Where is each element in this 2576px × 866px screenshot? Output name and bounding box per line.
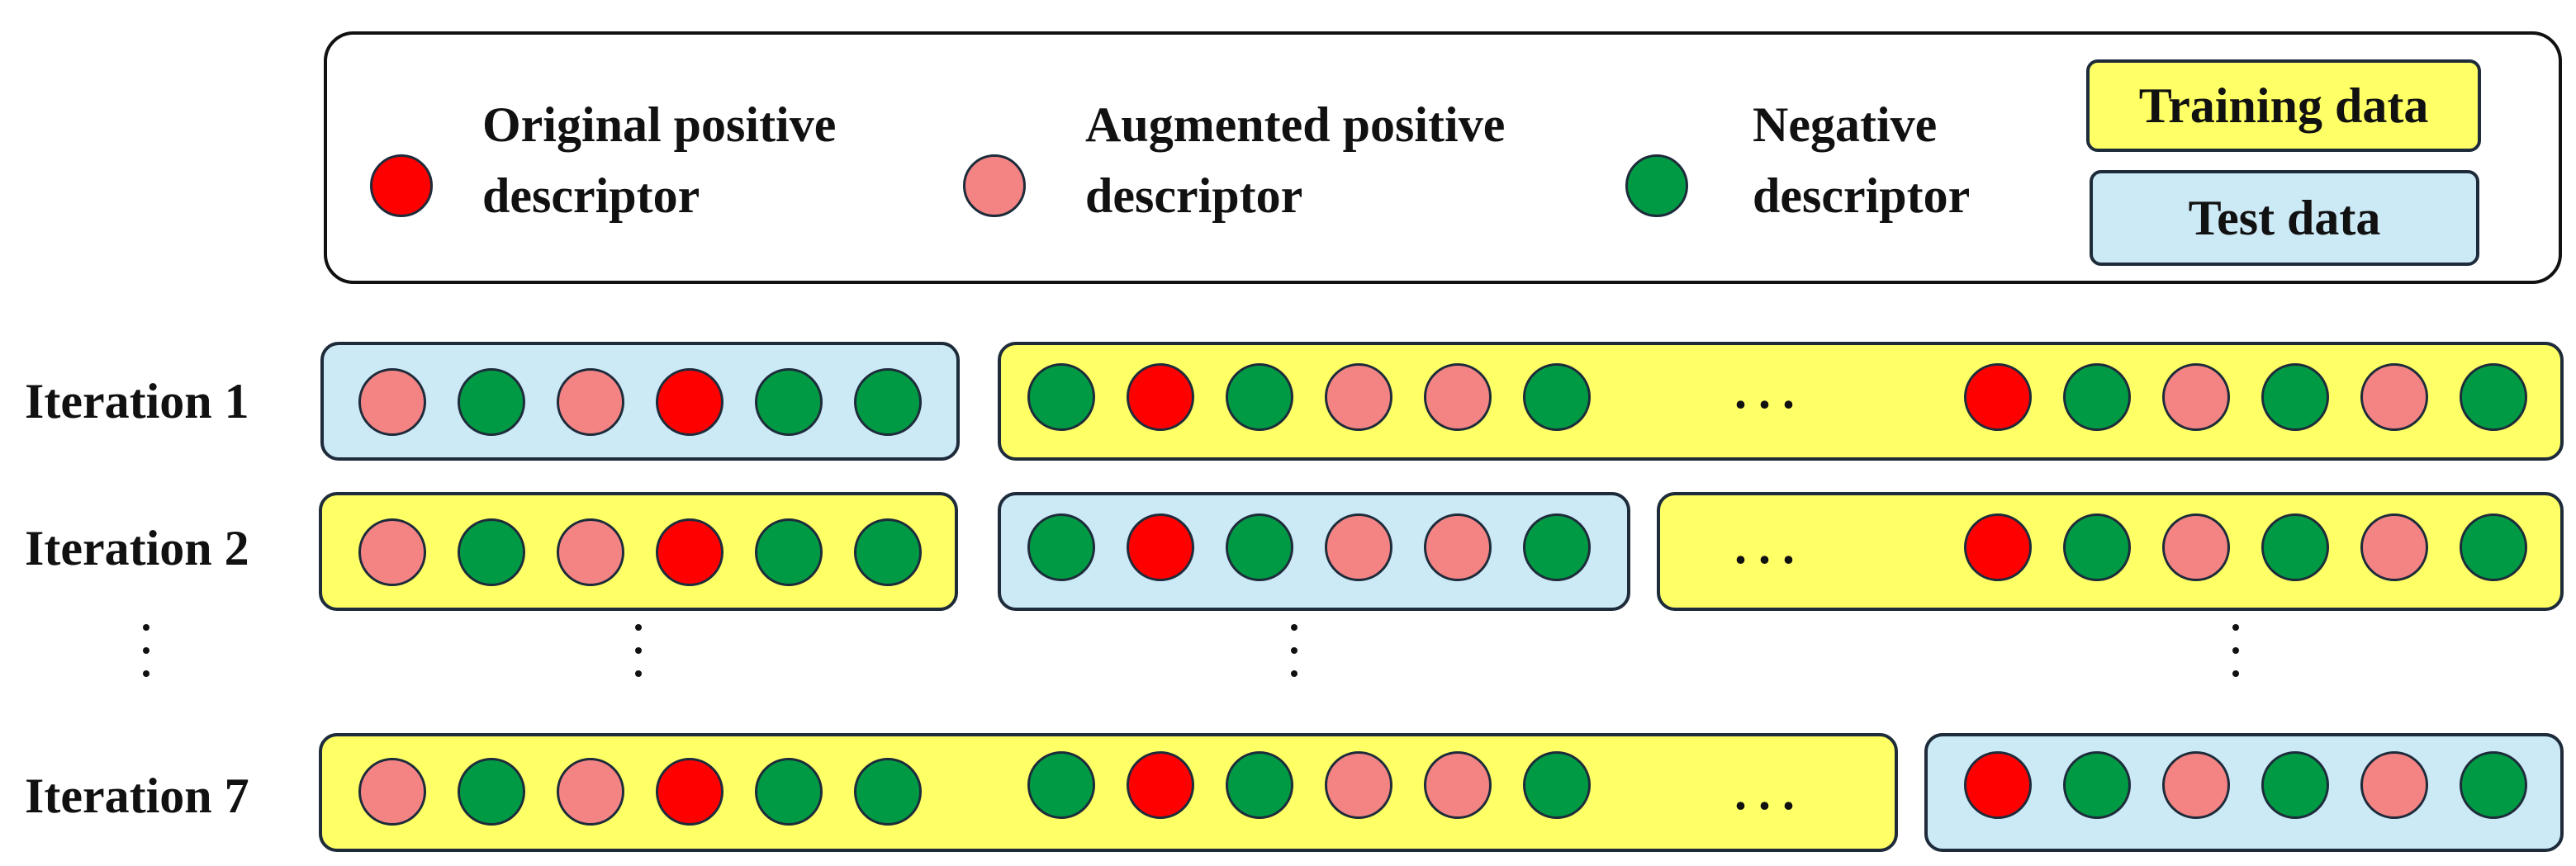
original-positive-dot — [1127, 513, 1194, 581]
negative-dot — [458, 758, 525, 826]
augmented-positive-legend-dot — [963, 154, 1026, 217]
vertical-ellipsis — [1288, 624, 1300, 693]
negative-dot — [2261, 363, 2329, 431]
negative-dot — [2063, 513, 2131, 581]
iteration-1-label: Iteration 1 — [25, 374, 249, 428]
augmented-positive-dot — [2162, 513, 2230, 581]
test-data-legend-box: Test data — [2090, 170, 2479, 266]
negative-dot — [2460, 751, 2527, 819]
negative-dot — [1523, 751, 1591, 819]
negative-dot — [1027, 363, 1095, 431]
negative-dot — [2261, 751, 2329, 819]
negative-dot — [854, 368, 922, 436]
augmented-positive-dot — [2162, 751, 2230, 819]
original-positive-dot — [1964, 751, 2032, 819]
negative-dot — [2460, 513, 2527, 581]
negative-dot — [1523, 513, 1591, 581]
augmented-positive-dot — [2360, 513, 2428, 581]
augmented-positive-dot — [1424, 751, 1492, 819]
negative-legend-dot — [1625, 154, 1688, 217]
augmented-positive-dot — [2162, 363, 2230, 431]
negative-dot — [1226, 751, 1293, 819]
original-positive-dot — [656, 758, 723, 826]
negative-dot — [2063, 751, 2131, 819]
augmented-positive-dot — [1325, 513, 1392, 581]
iteration-2-label: Iteration 2 — [25, 521, 249, 575]
legend: Original positive descriptor Augmented p… — [324, 31, 2562, 284]
original-positive-dot — [1964, 513, 2032, 581]
negative-dot — [1523, 363, 1591, 431]
negative-dot — [2063, 363, 2131, 431]
augmented-positive-dot — [1424, 513, 1492, 581]
iteration-7-training-block — [319, 733, 1898, 852]
vertical-ellipsis — [140, 624, 152, 693]
ellipsis: ... — [1734, 765, 1806, 820]
negative-dot — [755, 518, 823, 586]
iteration-7-label: Iteration 7 — [25, 769, 249, 823]
negative-dot — [458, 518, 525, 586]
augmented-positive-dot — [358, 368, 426, 436]
original-positive-dot — [656, 368, 723, 436]
ellipsis: ... — [1734, 364, 1806, 419]
negative-dot — [1027, 513, 1095, 581]
negative-dot — [2460, 363, 2527, 431]
augmented-positive-dot — [2360, 363, 2428, 431]
original-positive-legend-dot — [370, 154, 433, 217]
original-positive-legend-label: Original positive descriptor — [482, 97, 837, 223]
augmented-positive-dot — [1325, 363, 1392, 431]
augmented-positive-dot — [358, 518, 426, 586]
negative-dot — [755, 368, 823, 436]
ellipsis: ... — [1734, 519, 1806, 574]
augmented-positive-dot — [557, 518, 624, 586]
negative-dot — [2261, 513, 2329, 581]
augmented-positive-dot — [358, 758, 426, 826]
original-positive-dot — [1127, 363, 1194, 431]
negative-dot — [1226, 363, 1293, 431]
vertical-ellipsis — [2230, 624, 2242, 693]
negative-dot — [854, 518, 922, 586]
negative-dot — [854, 758, 922, 826]
augmented-positive-dot — [557, 758, 624, 826]
negative-dot — [458, 368, 525, 436]
negative-legend-label: Negative descriptor — [1753, 97, 1971, 223]
original-positive-dot — [1964, 363, 2032, 431]
iteration-1-test-block — [320, 342, 960, 461]
augmented-positive-dot — [1325, 751, 1392, 819]
original-positive-dot — [656, 518, 723, 586]
augmented-positive-dot — [1424, 363, 1492, 431]
augmented-positive-legend-label: Augmented positive descriptor — [1085, 97, 1506, 223]
augmented-positive-dot — [557, 368, 624, 436]
negative-dot — [1027, 751, 1095, 819]
original-positive-dot — [1127, 751, 1194, 819]
iteration-7-test-block — [1924, 733, 2564, 852]
negative-dot — [1226, 513, 1293, 581]
vertical-ellipsis — [633, 624, 644, 693]
augmented-positive-dot — [2360, 751, 2428, 819]
training-data-legend-box: Training data — [2086, 59, 2481, 152]
negative-dot — [755, 758, 823, 826]
